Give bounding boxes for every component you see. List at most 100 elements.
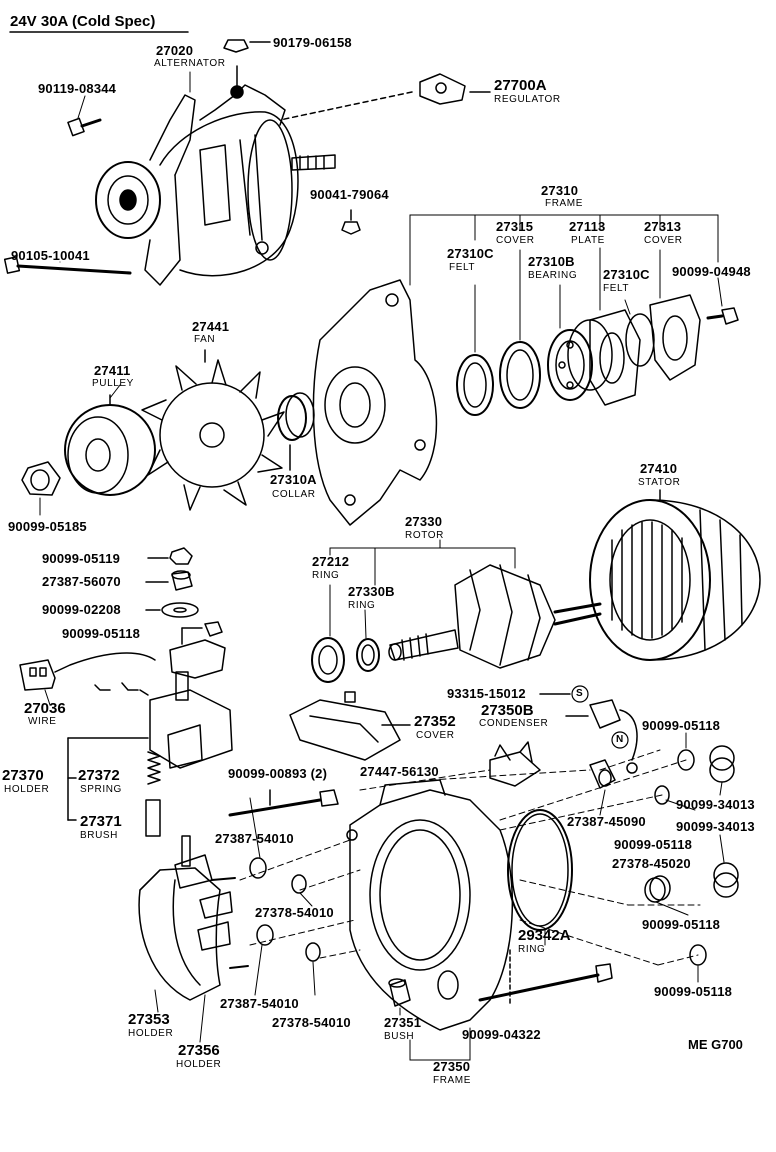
rear-frame-27350-drawing bbox=[346, 779, 514, 1031]
nut-05118-e-drawing bbox=[689, 944, 707, 966]
ring-27212-drawing bbox=[311, 637, 345, 683]
part-number-27387-45090: 27387-45090 bbox=[567, 814, 646, 829]
screw-90099-04948-drawing bbox=[706, 307, 739, 325]
part-number-27310: 27310 bbox=[541, 183, 579, 198]
part-number-27447-56130: 27447-56130 bbox=[360, 764, 439, 779]
screw-90119-drawing bbox=[67, 117, 102, 137]
part-number-27330: 27330 bbox=[405, 514, 443, 529]
part-name-bearing: BEARING bbox=[528, 270, 578, 281]
part-name-ring-29342a: RING bbox=[518, 944, 546, 955]
part-number-90099-05118-c: 90099-05118 bbox=[614, 837, 693, 852]
part-number-90099-05118-d: 90099-05118 bbox=[642, 917, 721, 932]
spring-27372-drawing bbox=[147, 751, 161, 785]
wire-27036-drawing bbox=[19, 652, 156, 696]
part-number-27411: 27411 bbox=[94, 363, 131, 378]
part-number-90099-05118-a: 90099-05118 bbox=[62, 626, 141, 641]
part-number-90099-04322: 90099-04322 bbox=[462, 1027, 541, 1042]
part-number-90119-08344: 90119-08344 bbox=[38, 81, 117, 96]
part-number-27372: 27372 bbox=[78, 767, 120, 784]
spec-header: 24V 30A (Cold Spec) bbox=[10, 13, 156, 30]
part-name-fan: FAN bbox=[194, 334, 216, 345]
part-number-27378-54010-a: 27378-54010 bbox=[255, 905, 334, 920]
part-number-27378-54010-b: 27378-54010 bbox=[272, 1015, 351, 1030]
part-number-27410: 27410 bbox=[640, 461, 678, 476]
bush-45020-drawing bbox=[644, 875, 671, 903]
insulator-27447-drawing bbox=[489, 741, 541, 787]
fan-27441-drawing bbox=[141, 349, 285, 511]
part-number-27352: 27352 bbox=[414, 713, 456, 730]
part-number-27113: 27113 bbox=[569, 219, 606, 234]
part-number-90099-04948: 90099-04948 bbox=[672, 264, 751, 279]
pulley-27411-drawing bbox=[64, 394, 156, 496]
part-name-frame-27350: FRAME bbox=[433, 1075, 471, 1086]
nut-05118-b-drawing bbox=[677, 749, 695, 771]
bolt-04322-drawing bbox=[478, 949, 613, 1006]
part-number-27378-45020: 27378-45020 bbox=[612, 856, 691, 871]
part-name-felt-a: FELT bbox=[449, 262, 476, 273]
part-number-27356: 27356 bbox=[178, 1042, 220, 1059]
nut-05119-drawing bbox=[147, 547, 193, 565]
part-number-27387-56070: 27387-56070 bbox=[42, 574, 121, 589]
part-name-spring: SPRING bbox=[80, 784, 122, 795]
part-name-holder-27353: HOLDER bbox=[128, 1028, 174, 1039]
bush-54010-a-drawing bbox=[291, 874, 307, 894]
bolts-00893-drawing bbox=[228, 789, 339, 817]
part-name-ring-27330b: RING bbox=[348, 600, 376, 611]
plate-27113-drawing bbox=[589, 309, 641, 406]
condenser-27350b-drawing bbox=[539, 693, 638, 774]
part-name-felt-b: FELT bbox=[603, 283, 630, 294]
bearing-27310b-drawing bbox=[547, 319, 613, 401]
cap-34013-a-drawing bbox=[709, 745, 735, 783]
terminal-plate-drawing bbox=[169, 639, 226, 679]
part-name-plate: PLATE bbox=[571, 235, 605, 246]
alternator-drawing bbox=[95, 65, 336, 286]
ring-27330b-drawing bbox=[356, 638, 380, 672]
part-number-29342a: 29342A bbox=[518, 927, 571, 944]
part-name-cover-27352: COVER bbox=[416, 730, 455, 741]
felt-27310c-b-drawing bbox=[625, 313, 655, 367]
nut-05185-drawing bbox=[21, 461, 61, 496]
part-name-holder-27356: HOLDER bbox=[176, 1059, 222, 1070]
rotor-27330-drawing bbox=[388, 564, 602, 669]
part-number-27310c-b: 27310C bbox=[603, 267, 650, 282]
part-number-27353: 27353 bbox=[128, 1011, 170, 1028]
part-number-93315-15012: 93315-15012 bbox=[447, 686, 526, 701]
brush-holder-27370-drawing bbox=[67, 671, 233, 821]
part-number-27700a: 27700A bbox=[494, 77, 547, 94]
cover-27313-drawing bbox=[649, 294, 701, 381]
nut-05118-a-drawing bbox=[181, 621, 223, 645]
part-number-27371: 27371 bbox=[80, 813, 122, 830]
cap-34013-b-drawing bbox=[713, 862, 739, 898]
part-number-90099-05119: 90099-05119 bbox=[42, 551, 121, 566]
part-name-condenser: CONDENSER bbox=[479, 718, 549, 729]
part-name-brush: BRUSH bbox=[80, 830, 119, 841]
part-number-90099-34013-b: 90099-34013 bbox=[676, 819, 755, 834]
part-name-cover-27313: COVER bbox=[644, 235, 683, 246]
bush-27351-drawing bbox=[388, 978, 411, 1007]
drawing-code: ME G700 bbox=[688, 1037, 743, 1052]
part-number-90105-10041: 90105-10041 bbox=[11, 248, 90, 263]
long-bolt-drawing bbox=[3, 256, 132, 275]
circled-ref-n: N bbox=[616, 734, 624, 745]
part-number-27310a: 27310A bbox=[270, 472, 317, 487]
part-number-27310c-a: 27310C bbox=[447, 246, 494, 261]
washer-02208-drawing bbox=[145, 602, 199, 618]
part-number-90099-05118-b: 90099-05118 bbox=[642, 718, 721, 733]
part-number-90099-34013-a: 90099-34013 bbox=[676, 797, 755, 812]
nut-05118-c-drawing bbox=[654, 785, 670, 805]
part-number-27330b: 27330B bbox=[348, 584, 395, 599]
insulator-56070-drawing bbox=[145, 570, 193, 591]
part-number-27350b: 27350B bbox=[481, 702, 534, 719]
drive-end-frame-drawing bbox=[312, 279, 438, 526]
part-number-27212: 27212 bbox=[312, 554, 350, 569]
part-name-cover-27315: COVER bbox=[496, 235, 535, 246]
part-number-90099-05118-e: 90099-05118 bbox=[654, 984, 733, 999]
part-name-wire: WIRE bbox=[28, 716, 57, 727]
part-number-27020: 27020 bbox=[156, 43, 194, 58]
part-number-27351: 27351 bbox=[384, 1015, 422, 1030]
part-name-frame-27310: FRAME bbox=[545, 198, 583, 209]
part-number-27036: 27036 bbox=[24, 700, 66, 717]
stator-27410-drawing bbox=[589, 489, 761, 661]
part-number-90099-00893: 90099-00893 (2) bbox=[228, 766, 328, 781]
part-number-90099-05185: 90099-05185 bbox=[8, 519, 87, 534]
